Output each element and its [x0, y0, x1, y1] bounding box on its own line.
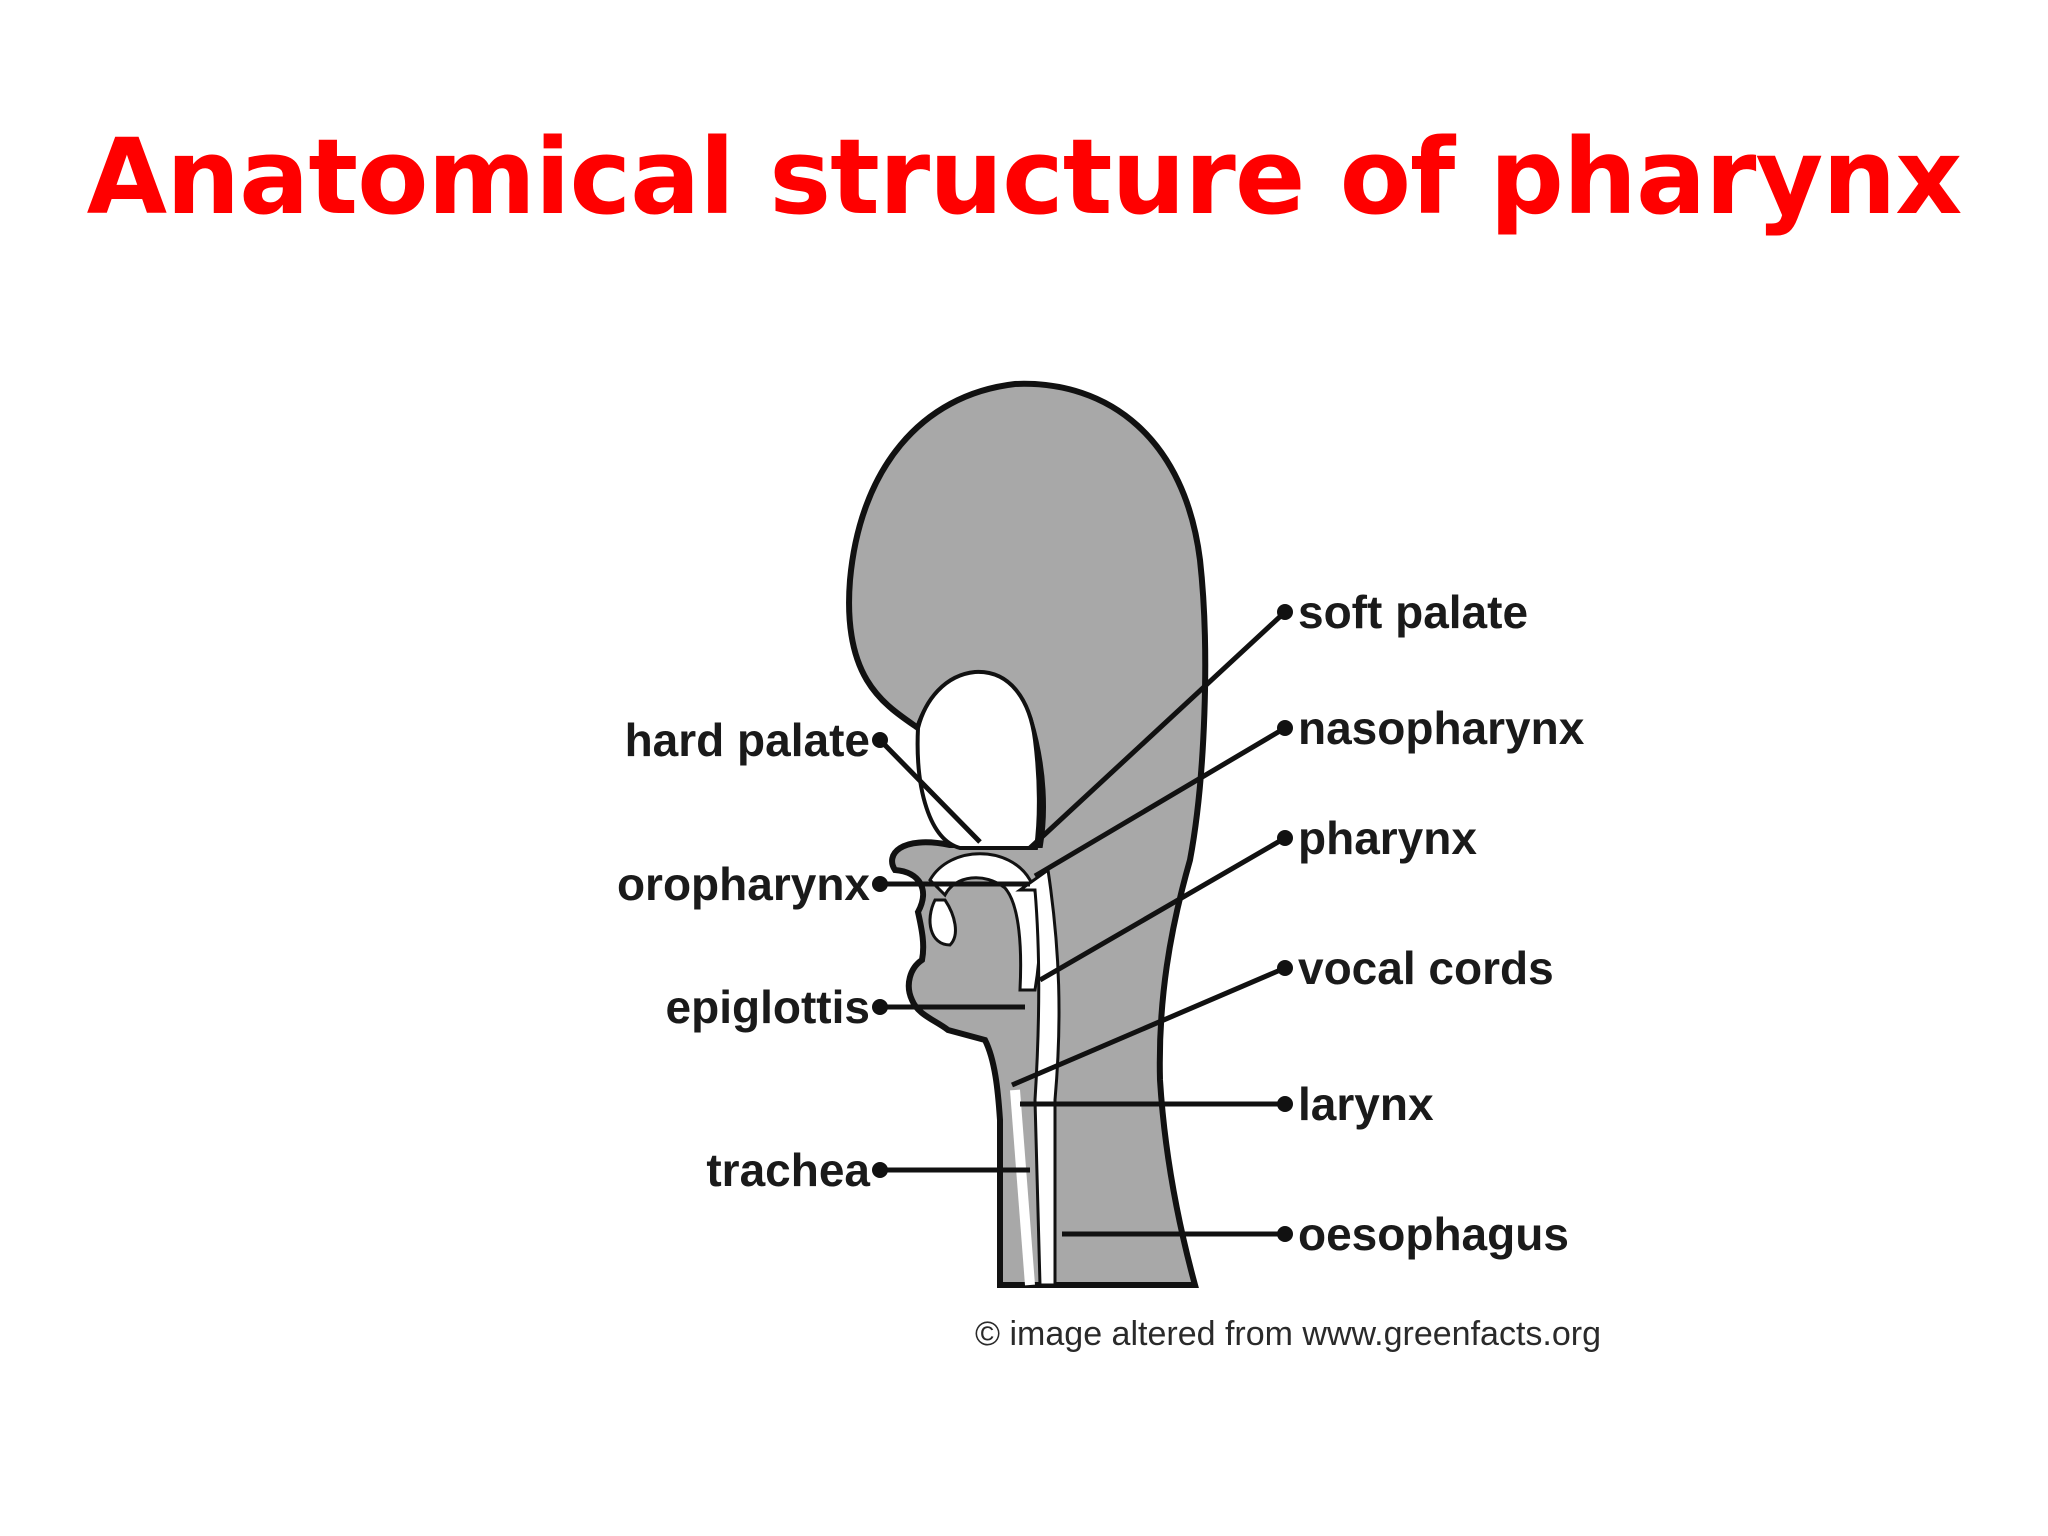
leader-oesophagus — [1062, 1226, 1293, 1242]
leader-larynx — [1020, 1096, 1293, 1112]
image-credit: © image altered from www.greenfacts.org — [975, 1315, 1601, 1353]
label-oropharynx: oropharynx — [617, 858, 870, 910]
tongue — [928, 898, 957, 947]
slide-title: Anatomical structure of pharynx — [86, 116, 1963, 238]
label-oesophagus: oesophagus — [1298, 1208, 1569, 1260]
leader-oropharynx — [872, 876, 1030, 892]
trachea-line — [1010, 1089, 1035, 1286]
label-vocal-cords: vocal cords — [1298, 942, 1554, 994]
label-pharynx: pharynx — [1298, 812, 1477, 864]
leader-nasopharynx — [1033, 720, 1293, 879]
leader-trachea — [872, 1162, 1030, 1178]
oral-cavity — [928, 852, 1042, 992]
leader-soft-palate — [1028, 604, 1293, 850]
nasal-cavity — [915, 669, 1041, 850]
leader-hard-palate — [872, 732, 982, 844]
leader-vocal-cords — [1011, 960, 1293, 1088]
label-hard-palate: hard palate — [625, 714, 870, 766]
label-nasopharynx: nasopharynx — [1298, 702, 1585, 754]
leader-pharynx — [1038, 830, 1293, 983]
label-larynx: larynx — [1298, 1078, 1434, 1130]
label-trachea: trachea — [706, 1144, 870, 1196]
leader-epiglottis — [872, 999, 1025, 1015]
label-soft-palate: soft palate — [1298, 586, 1528, 638]
label-epiglottis: epiglottis — [666, 981, 870, 1033]
